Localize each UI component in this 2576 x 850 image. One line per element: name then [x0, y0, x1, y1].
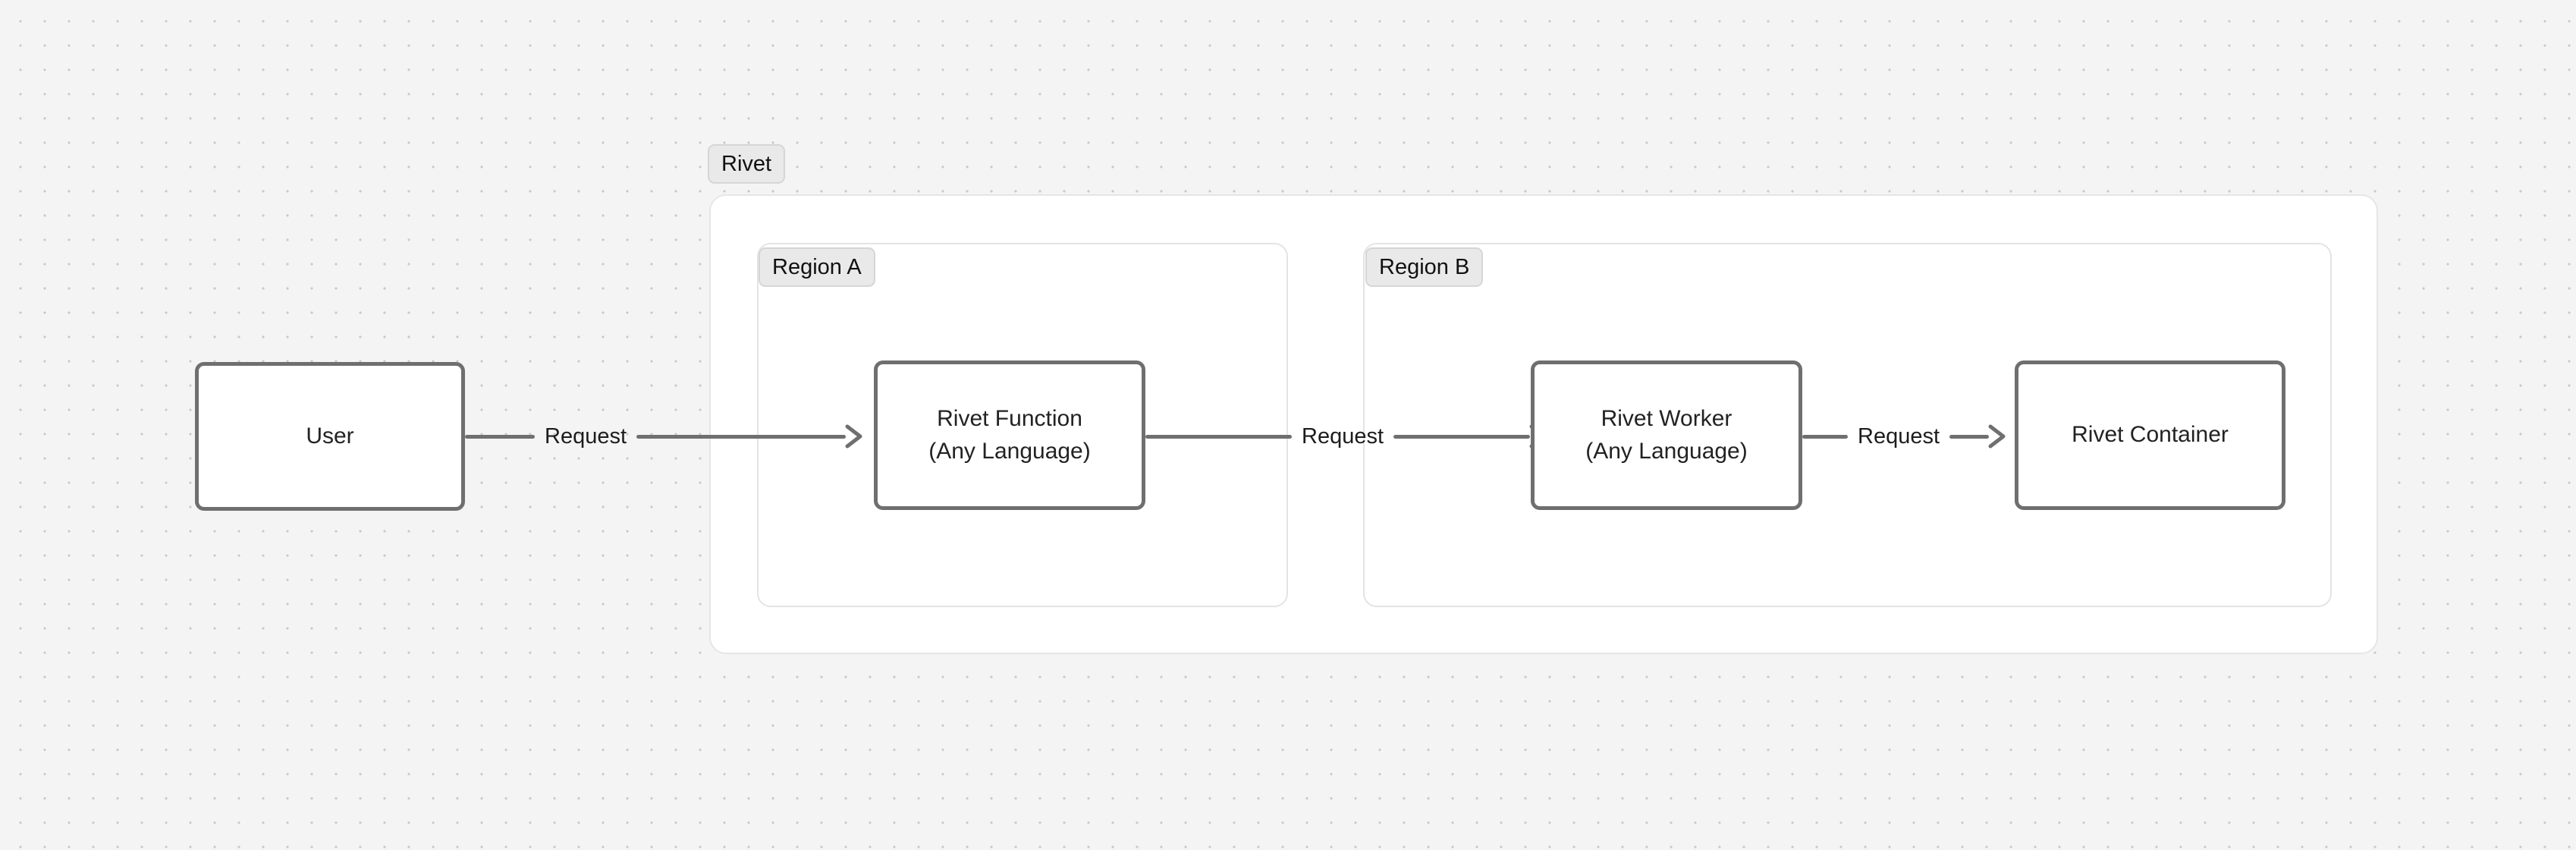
group-label-rivet[interactable]: Rivet	[708, 144, 786, 184]
node-rivet-function-label-line2: (Any Language)	[928, 438, 1091, 464]
edge-label-request: Request	[545, 423, 627, 449]
node-rivet-worker-label-line2: (Any Language)	[1585, 438, 1748, 464]
group-label-region-b[interactable]: Region B	[1365, 247, 1484, 287]
node-rivet-worker[interactable]: Rivet Worker (Any Language)	[1531, 360, 1802, 510]
node-user-label: User	[306, 423, 354, 449]
node-rivet-function-label-line1: Rivet Function	[937, 405, 1082, 431]
group-region-b[interactable]	[1363, 243, 2332, 607]
group-label-region-a[interactable]: Region A	[759, 247, 875, 287]
node-rivet-function[interactable]: Rivet Function (Any Language)	[874, 360, 1145, 510]
node-user[interactable]: User	[195, 362, 465, 511]
node-rivet-worker-label-line1: Rivet Worker	[1601, 405, 1733, 431]
node-rivet-container-label: Rivet Container	[2072, 422, 2229, 448]
edge-line-segment	[465, 434, 535, 439]
group-region-a[interactable]	[757, 243, 1288, 607]
node-rivet-container[interactable]: Rivet Container	[2015, 360, 2285, 510]
